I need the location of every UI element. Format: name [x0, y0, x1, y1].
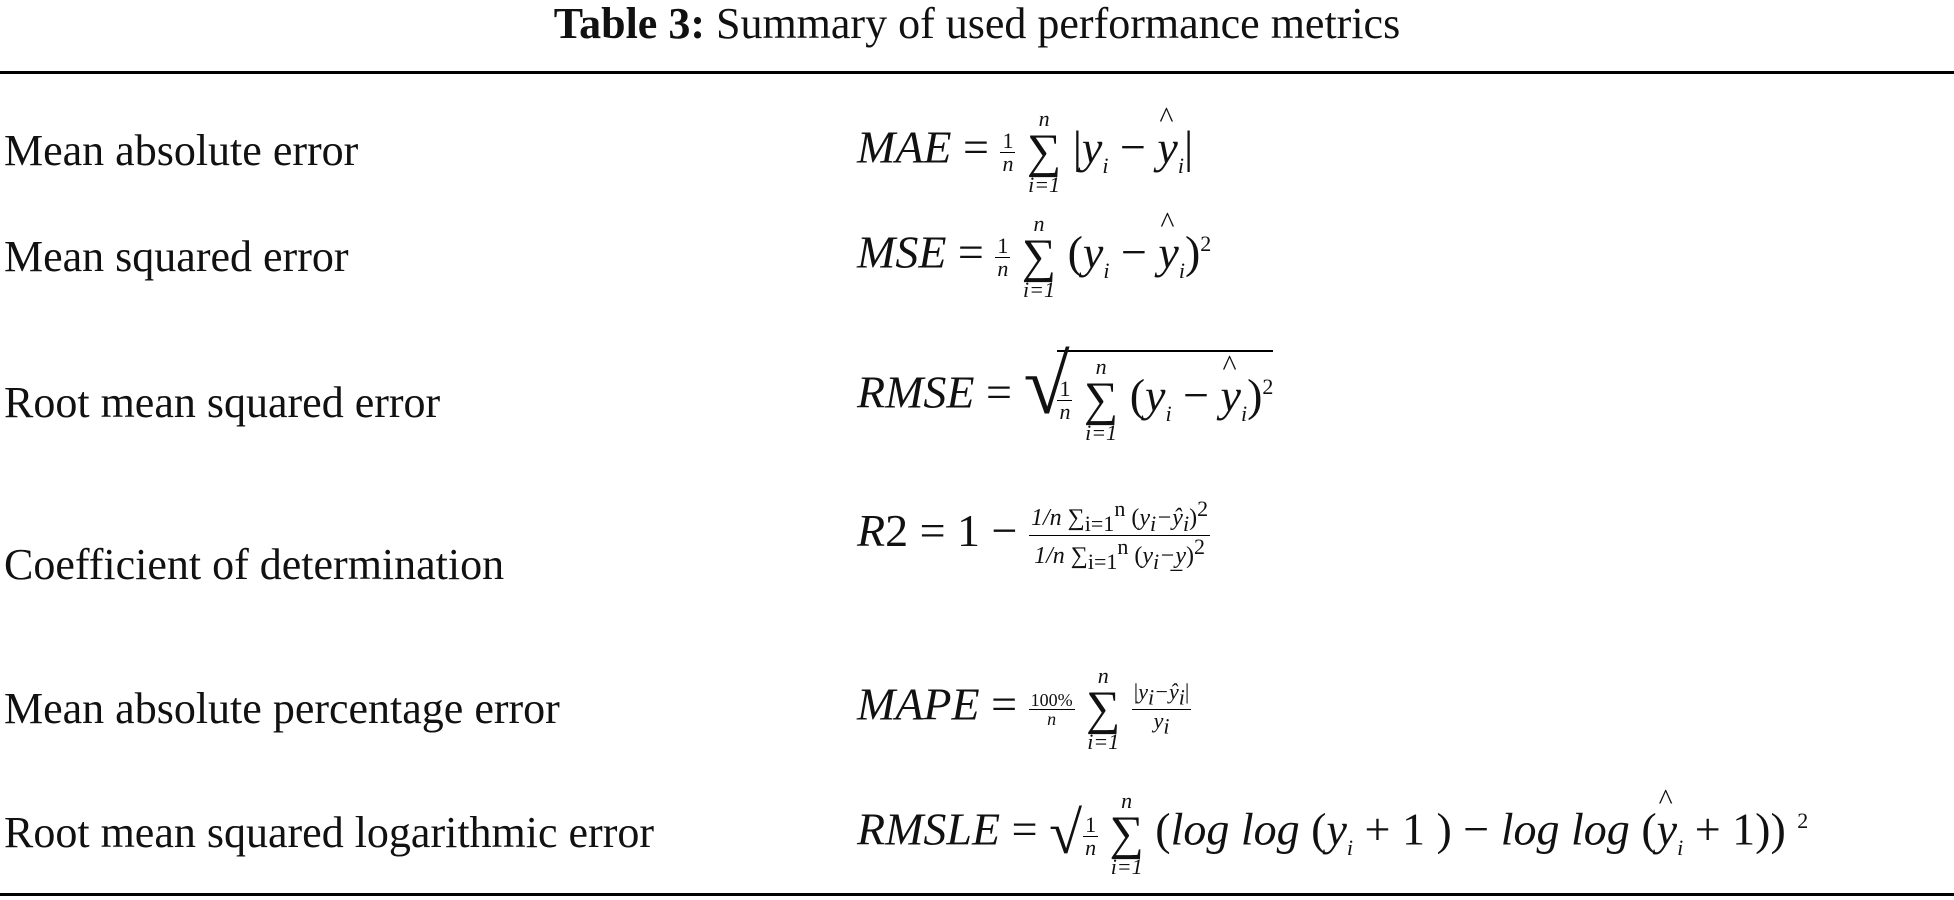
table-caption-text: Summary of used performance metrics — [715, 0, 1401, 48]
row-name-rmse: Root mean squared error — [4, 378, 441, 427]
formula-rmse: RMSE = √ 1n n∑i=1 (yi − yi)2 — [857, 344, 1274, 444]
formula-r2: R2 = 1 − 1/n ∑i=1n (yi−ŷi)2 1/n ∑i=1n (y… — [857, 496, 1211, 574]
formula-mse: MSE = 1n n∑i=1 (yi − yi)2 — [857, 208, 1211, 301]
table-caption: Table 3: Summary of used performance met… — [0, 0, 1954, 48]
row-name-r2: Coefficient of determination — [4, 540, 505, 589]
row-name-mape: Mean absolute percentage error — [4, 684, 560, 733]
formula-mae: MAE = 1n n∑i=1 |yi − yi| — [857, 103, 1193, 196]
row-name-mse: Mean squared error — [4, 232, 349, 281]
formula-mape: MAPE = 100%n n∑i=1 |yi−ŷi|yi — [857, 663, 1192, 754]
top-rule — [0, 71, 1954, 74]
row-name-rmsle: Root mean squared logarithmic error — [4, 808, 655, 857]
bottom-rule — [0, 893, 1954, 896]
row-name-mae: Mean absolute error — [4, 126, 359, 175]
table-caption-label: Table 3: — [553, 0, 705, 48]
